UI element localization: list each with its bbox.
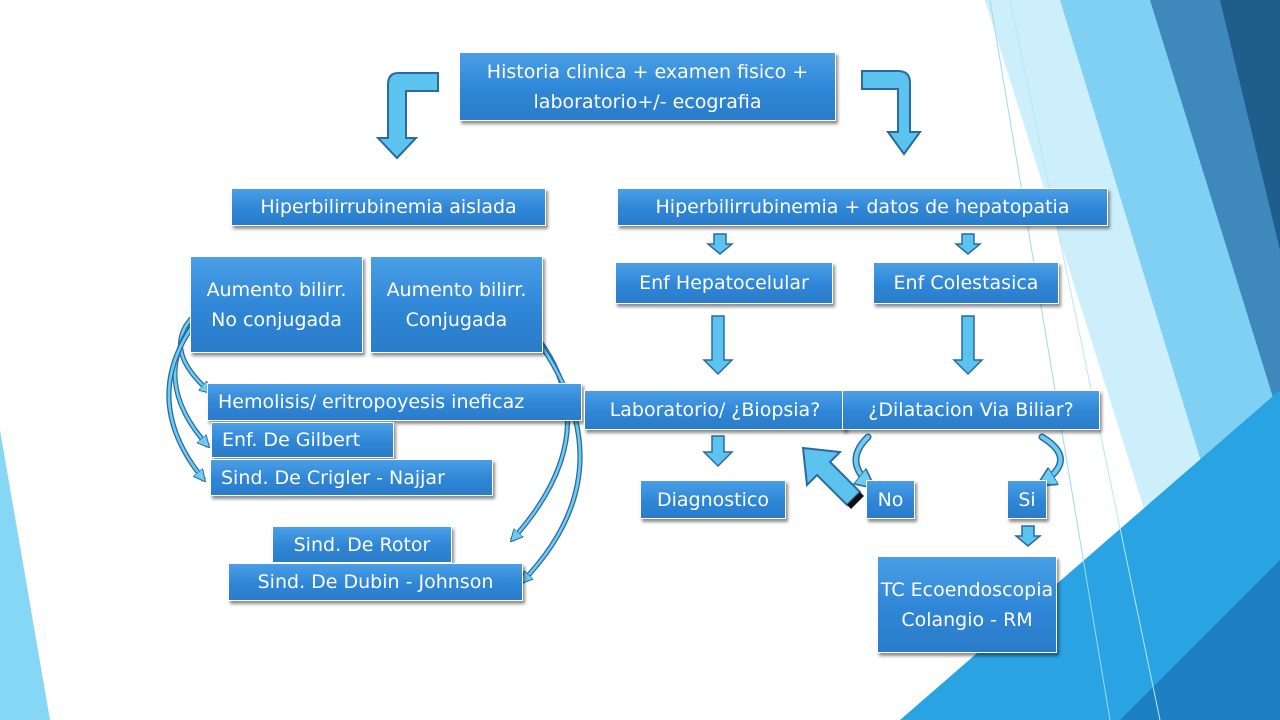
- box-crigler: Sind. De Crigler - Najjar: [210, 459, 493, 496]
- box-history: Historia clinica + examen fisico + labor…: [459, 52, 836, 121]
- box-no-conjugada: Aumento bilirr. No conjugada: [190, 256, 363, 353]
- curved-arrows-conjugada: [512, 313, 583, 582]
- down-arrow-imaging: [1013, 525, 1043, 547]
- box-no: No: [866, 480, 915, 519]
- bg-thin-line: [1009, 0, 1161, 720]
- box-crigler-label: Sind. De Crigler - Najjar: [221, 466, 445, 489]
- box-no-conjugada-label: Aumento bilirr. No conjugada: [206, 278, 347, 331]
- box-history-label: Historia clinica + examen fisico + labor…: [486, 60, 809, 113]
- box-colestasica: Enf Colestasica: [873, 262, 1059, 304]
- box-hepatocelular: Enf Hepatocelular: [615, 262, 833, 304]
- box-conjugada: Aumento bilirr. Conjugada: [370, 256, 543, 353]
- diagonal-arrow-back: [801, 446, 862, 507]
- box-aislada: Hiperbilirrubinemia aislada: [231, 188, 546, 226]
- box-diagnostico-label: Diagnostico: [657, 488, 769, 511]
- box-rotor: Sind. De Rotor: [272, 526, 452, 563]
- diagonal-arrow-shadow: [847, 492, 864, 509]
- box-diagnostico: Diagnostico: [640, 480, 786, 519]
- box-laboratorio: Laboratorio/ ¿Biopsia?: [584, 390, 846, 430]
- box-dubin: Sind. De Dubin - Johnson: [228, 563, 523, 601]
- box-rotor-label: Sind. De Rotor: [293, 533, 431, 556]
- bg-right-dark-triangle: [1220, 0, 1280, 250]
- box-hepatopatia: Hiperbilirrubinemia + datos de hepatopat…: [617, 188, 1108, 226]
- box-dilatacion: ¿Dilatacion Via Biliar?: [842, 390, 1100, 430]
- box-imaging: TC Ecoendoscopia Colangio - RM: [877, 556, 1057, 653]
- box-imaging-label: TC Ecoendoscopia Colangio - RM: [880, 578, 1054, 631]
- box-si-label: Si: [1018, 488, 1036, 511]
- box-si: Si: [1007, 480, 1047, 519]
- down-arrow-dilatacion: [952, 315, 984, 376]
- bent-arrow-right: [861, 70, 922, 156]
- box-gilbert-label: Enf. De Gilbert: [222, 429, 361, 451]
- box-no-label: No: [877, 488, 904, 511]
- box-conjugada-label: Aumento bilirr. Conjugada: [386, 278, 527, 331]
- down-arrow-colestasica: [953, 233, 983, 255]
- bg-bottom-right-pale: [1120, 560, 1280, 720]
- down-arrow-laboratorio: [702, 315, 734, 376]
- curved-arrow-to-si-inner: [1040, 435, 1063, 484]
- bent-arrow-left: [375, 72, 439, 160]
- bg-left-light-triangle: [0, 430, 50, 720]
- box-hepatocelular-label: Enf Hepatocelular: [639, 272, 809, 294]
- box-dubin-label: Sind. De Dubin - Johnson: [257, 571, 494, 593]
- box-hemolisis-label: Hemolisis/ eritropoyesis ineficaz: [218, 391, 525, 413]
- box-colestasica-label: Enf Colestasica: [893, 272, 1039, 294]
- box-gilbert: Enf. De Gilbert: [211, 422, 394, 458]
- down-arrow-diagnostico: [702, 435, 734, 468]
- box-dilatacion-label: ¿Dilatacion Via Biliar?: [868, 399, 1074, 421]
- down-arrow-hepatocelular: [705, 233, 735, 255]
- box-hepatopatia-label: Hiperbilirrubinemia + datos de hepatopat…: [655, 196, 1070, 218]
- box-hemolisis: Hemolisis/ eritropoyesis ineficaz: [207, 383, 582, 421]
- bg-thin-line: [989, 0, 1111, 720]
- box-aislada-label: Hiperbilirrubinemia aislada: [260, 196, 517, 218]
- box-laboratorio-label: Laboratorio/ ¿Biopsia?: [609, 399, 821, 421]
